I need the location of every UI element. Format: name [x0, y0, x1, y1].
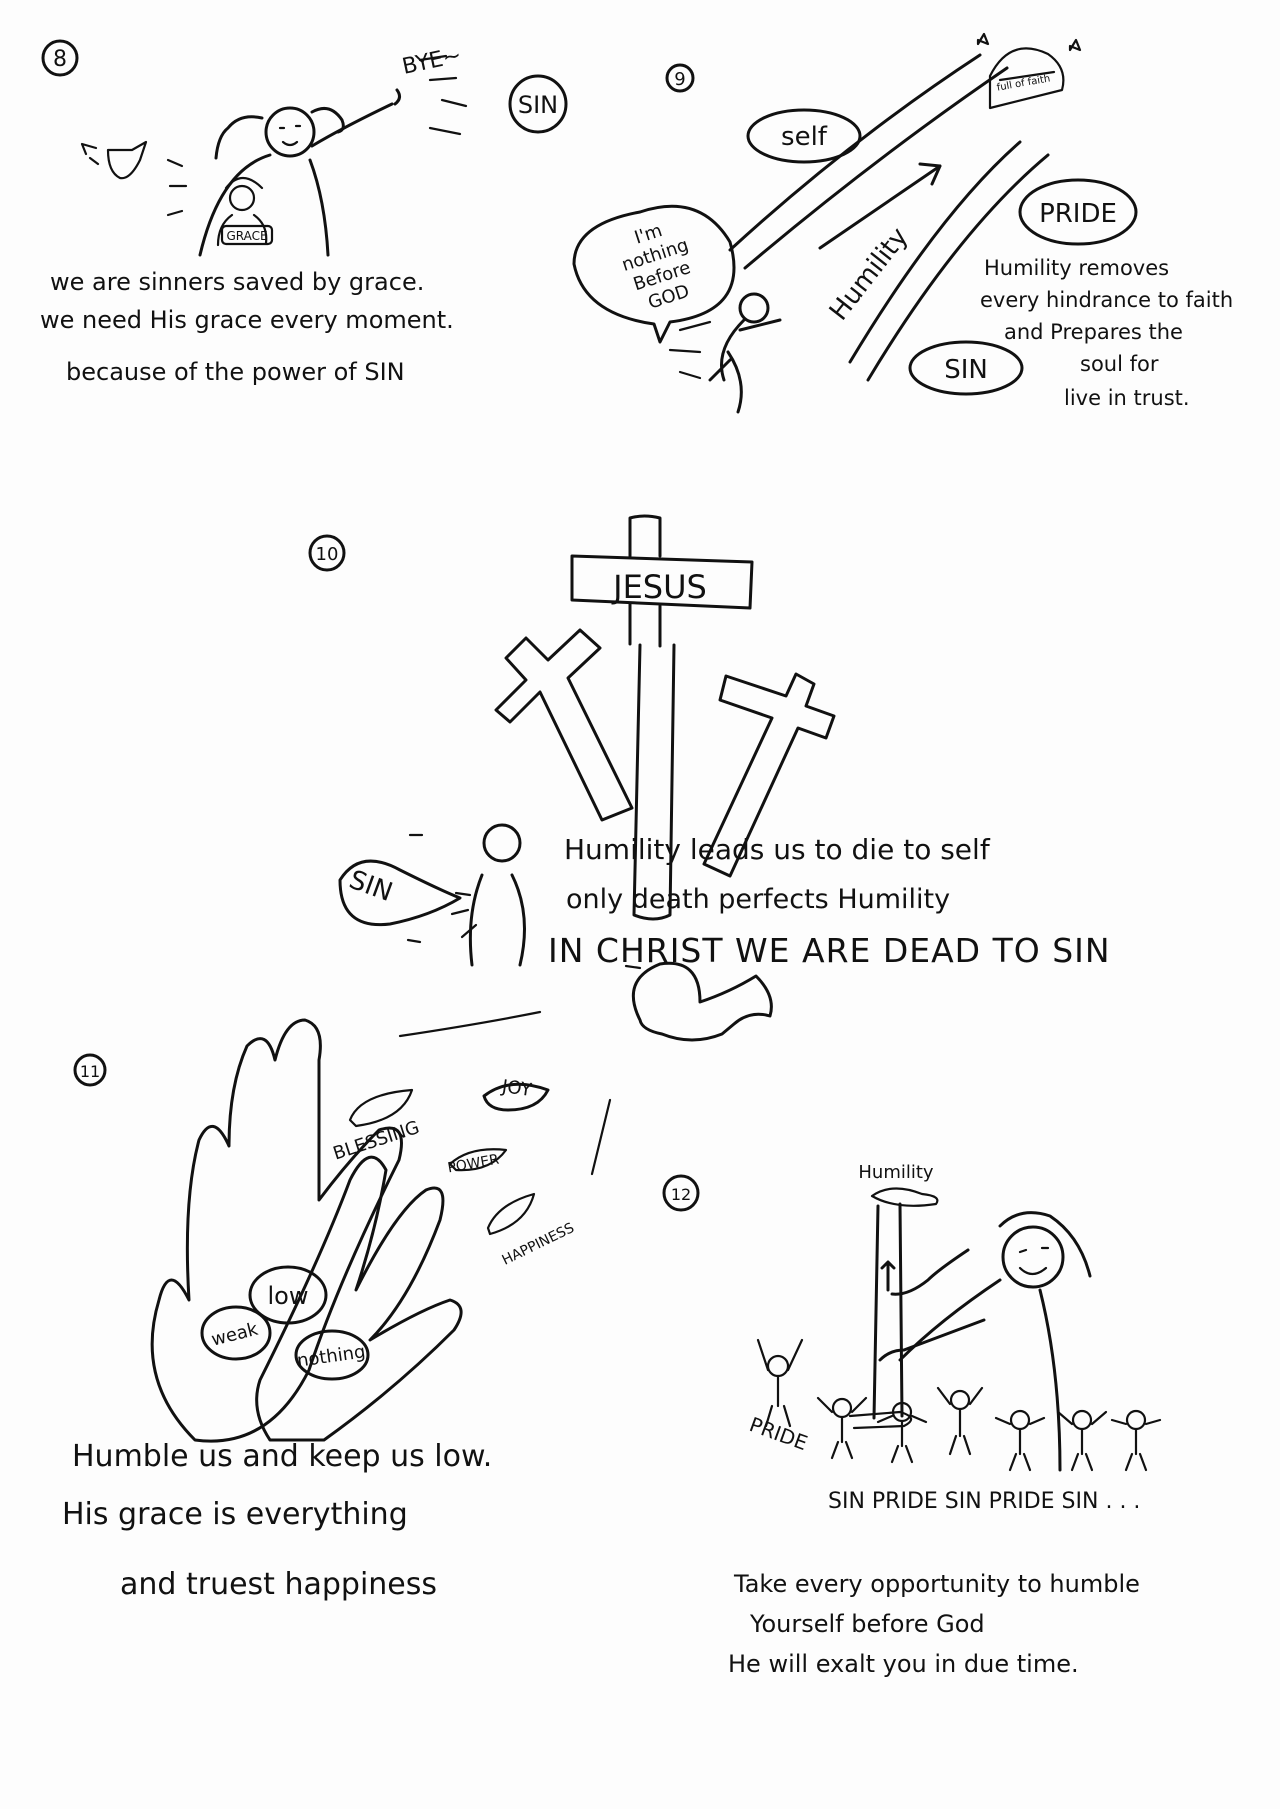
exalting-person-body: [898, 1278, 1062, 1472]
right-cross: [702, 672, 836, 878]
nothing-bubble: [572, 204, 736, 344]
panel-9-caption-2: every hindrance to faith: [980, 288, 1234, 312]
humility-pillar: [872, 1202, 904, 1420]
joy-label: JOY: [500, 1076, 534, 1101]
panel-12-caption-3: He will exalt you in due time.: [728, 1650, 1079, 1678]
panel-10-caption-1: Humility leads us to die to self: [564, 833, 990, 866]
pride-label-panel-12: PRIDE: [746, 1412, 811, 1455]
weak-label: weak: [209, 1319, 260, 1351]
panel-8-number: 8: [53, 47, 67, 72]
left-cross: [494, 628, 634, 822]
bye-label: BYE~: [400, 43, 464, 80]
pillar-top: [870, 1187, 939, 1207]
nothing-bubble-text: I'm nothing Before GOD: [619, 220, 693, 314]
pride-bubble: [1018, 178, 1138, 246]
panel-10-caption-2: only death perfects Humility: [566, 884, 951, 915]
sin-drop: [338, 859, 462, 927]
path-right-rails: [848, 140, 1050, 382]
panel-12-caption-2: Yourself before God: [750, 1610, 985, 1638]
sin-label-panel-10: SIN: [345, 865, 396, 908]
woman-head: [264, 106, 316, 158]
panel-9-drawing: [572, 32, 1138, 414]
panel-9-caption-5: live in trust.: [1064, 386, 1190, 410]
self-label: self: [781, 122, 828, 152]
baby-head: [228, 184, 256, 212]
panel-8-caption-2: we need His grace every moment.: [40, 306, 454, 334]
weak-circle: [200, 1305, 272, 1361]
crowd-labels: SIN PRIDE SIN PRIDE SIN . . .: [828, 1489, 1140, 1514]
happiness-drop: [486, 1192, 536, 1236]
pillar-base-hand: [848, 1410, 913, 1430]
joy-drop: [482, 1082, 550, 1112]
sin-label-panel-8: SIN: [518, 91, 558, 119]
pride-label-panel-9: PRIDE: [1039, 199, 1117, 229]
panel-number-circle: [665, 63, 695, 93]
panel-11-caption-1: Humble us and keep us low.: [72, 1439, 493, 1474]
exalting-person-head: [1001, 1225, 1065, 1289]
panel-11-number: 11: [80, 1062, 100, 1081]
panel-12-number: 12: [671, 1185, 691, 1204]
humility-label-panel-12: Humility: [858, 1162, 934, 1183]
low-label: low: [268, 1282, 309, 1310]
person-head: [482, 823, 522, 863]
panel-12-drawing: [662, 1174, 1162, 1472]
sin-label-panel-9: SIN: [944, 355, 988, 385]
panel-11-drawing: [73, 961, 773, 1443]
jesus-sign: [570, 554, 754, 610]
power-drop: [448, 1148, 508, 1172]
left-hand: [150, 1018, 403, 1443]
exalting-person-hair: [890, 1211, 1092, 1296]
blessing-drop: [348, 1088, 414, 1128]
panel-number-circle: [308, 534, 346, 572]
panel-11-caption-2: His grace is everything: [62, 1497, 408, 1532]
grace-label: GRACE: [226, 229, 267, 243]
panel-10-caption-3: IN CHRIST WE ARE DEAD TO SIN: [548, 931, 1111, 970]
right-hand: [255, 1155, 463, 1442]
devil-mask: [80, 140, 148, 180]
power-label: POWER: [446, 1152, 500, 1177]
panel-11-caption-3: and truest happiness: [120, 1567, 438, 1602]
panel-number-circle: [662, 1174, 700, 1212]
grace-tag: [220, 224, 274, 246]
low-circle: [248, 1265, 328, 1325]
happiness-label: HAPPINESS: [500, 1220, 577, 1269]
nothing-label: nothing: [296, 1341, 367, 1371]
panel-8-caption-1: we are sinners saved by grace.: [50, 268, 425, 296]
faith-house: [988, 47, 1065, 110]
person-body: [468, 873, 526, 967]
panel-number-circle: [73, 1053, 107, 1087]
jesus-label: JESUS: [611, 568, 707, 606]
runner-body: [708, 318, 782, 414]
woman-hair: [214, 106, 345, 160]
humility-arrow: [818, 162, 942, 250]
panel-10-drawing: [308, 514, 836, 967]
panel-12-caption-1: Take every opportunity to humble: [734, 1570, 1140, 1598]
nothing-circle: [294, 1329, 370, 1381]
path-left-rails: [728, 53, 1009, 270]
center-cross: [628, 514, 676, 921]
panel-8-caption-3: because of the power of SIN: [66, 358, 405, 386]
waving-arm: [310, 88, 402, 148]
self-bubble: [746, 108, 862, 164]
panel-10-number: 10: [316, 544, 339, 565]
sin-cloud: [908, 340, 1024, 396]
runner-head: [738, 292, 770, 324]
panel-9-number: 9: [674, 69, 685, 90]
panel-9-caption-4: soul for: [1080, 352, 1159, 376]
crowd: [756, 1338, 1162, 1472]
panel-9-caption-3: and Prepares the: [1004, 320, 1183, 344]
panel-number-circle: [41, 39, 79, 77]
dove: [631, 961, 773, 1042]
panel-8-drawing: [41, 39, 568, 257]
sin-circle: [508, 74, 568, 134]
panel-9-caption-1: Humility removes: [984, 256, 1170, 280]
